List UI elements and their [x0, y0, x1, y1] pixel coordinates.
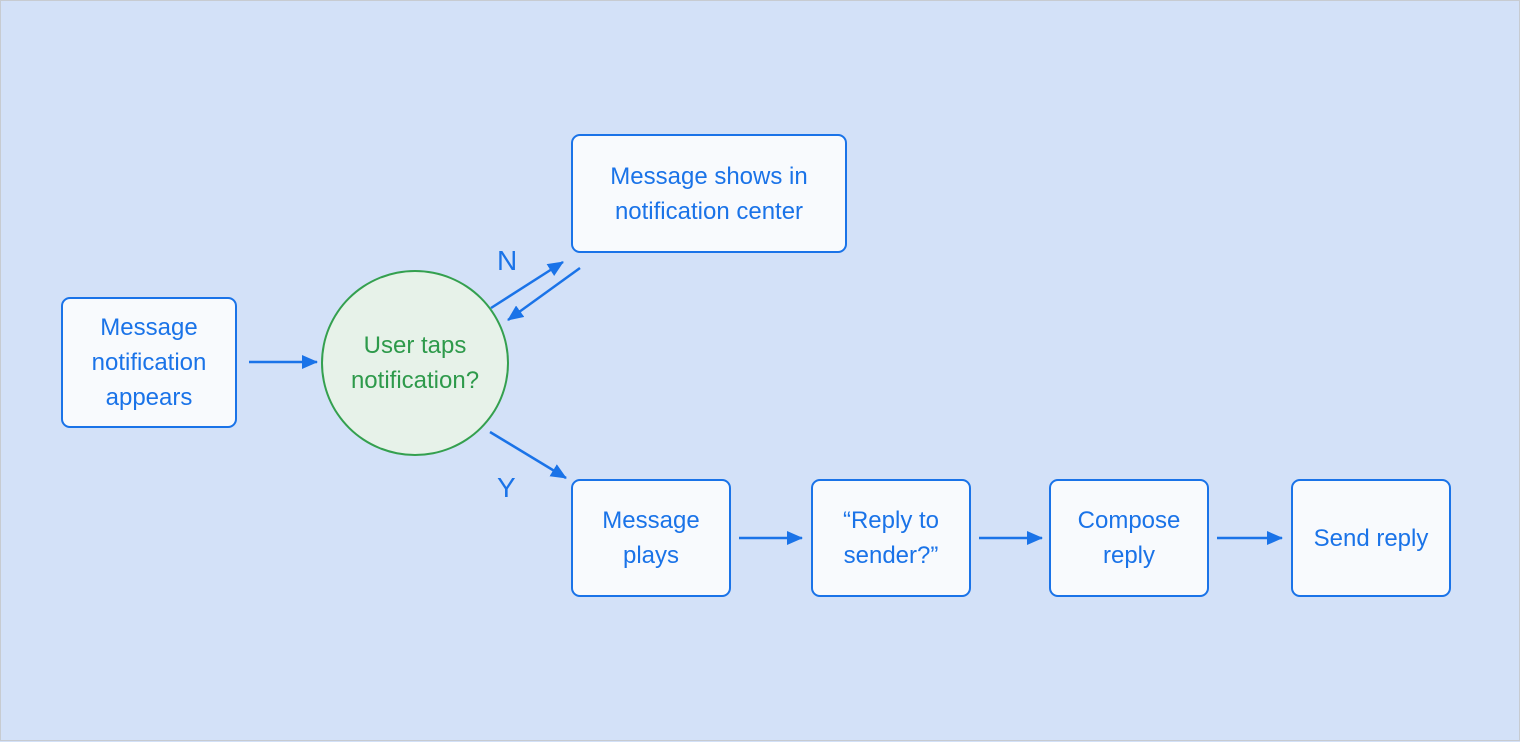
- arrow-notification-center-to-decision: [507, 266, 581, 322]
- node-reply-to-sender: “Reply to sender?”: [811, 479, 971, 597]
- node-label: Message plays: [602, 507, 700, 569]
- node-label: Message shows in notification center: [610, 162, 808, 225]
- node-label: Compose reply: [1077, 507, 1181, 569]
- node-send-reply: Send reply: [1291, 479, 1451, 597]
- node-message-shows-in-notification-center: Message shows in notification center: [571, 134, 847, 253]
- node-label: “Reply to sender?”: [842, 507, 940, 569]
- node-label: Send reply: [1313, 524, 1429, 552]
- edge-label-yes: Y: [497, 472, 516, 503]
- node-message-notification-appears: Message notification appears: [61, 297, 237, 428]
- edge-label-no: N: [497, 245, 518, 276]
- node-message-plays: Message plays: [571, 479, 731, 597]
- node-user-taps-notification-decision: User taps notification?: [321, 270, 509, 456]
- node-compose-reply: Compose reply: [1049, 479, 1209, 597]
- node-label: Message notification appears: [91, 314, 207, 411]
- node-label: User taps notification?: [350, 332, 480, 394]
